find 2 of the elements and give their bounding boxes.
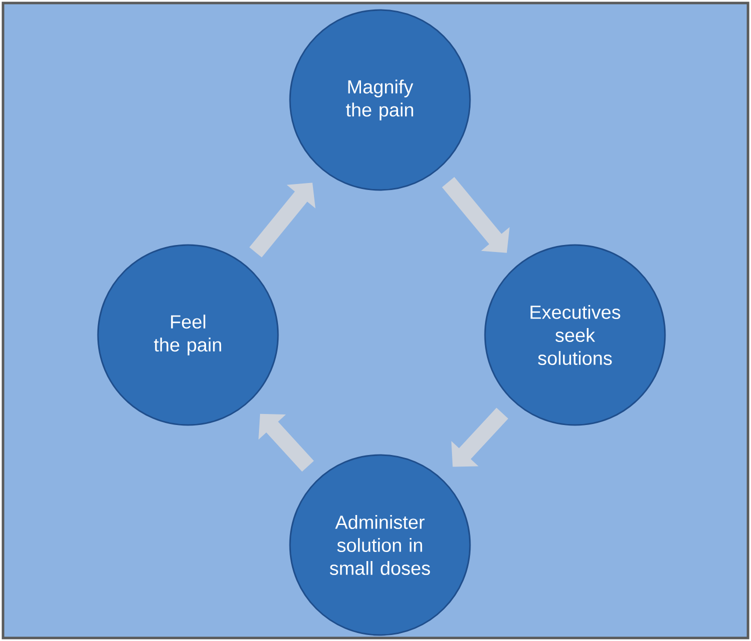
arrow bbox=[258, 414, 314, 472]
arrow bbox=[442, 177, 510, 253]
